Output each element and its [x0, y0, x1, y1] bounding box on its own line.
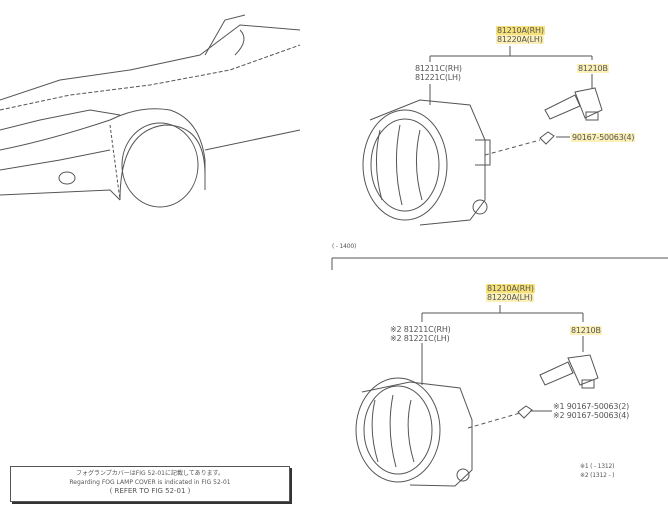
upper-fog-lamp: [362, 99, 491, 226]
car-front-illustration: [0, 14, 301, 208]
note-english: Regarding FOG LAMP COVER is indicated in…: [69, 479, 231, 486]
lower-housing-label[interactable]: ※2 81211C(RH) ※2 81221C(LH): [390, 325, 451, 343]
fog-lamp-cover-note: フォグランプカバーはFIG 52-01に記載してあります。 Regarding …: [10, 466, 290, 502]
upper-screw-label[interactable]: 90167-50063(4): [571, 133, 636, 142]
upper-housing-label[interactable]: 81211C(RH) 81221C(LH): [415, 64, 462, 82]
upper-bulb: [544, 87, 603, 121]
lower-screw-label[interactable]: ※1 90167-50063(2) ※2 90167-50063(4): [553, 402, 630, 420]
range-bracket: [331, 257, 668, 270]
lower-assembly-label[interactable]: 81210A(RH) 81220A(LH): [486, 284, 535, 302]
upper-assembly-label[interactable]: 81210A(RH) 81220A(LH): [496, 26, 545, 44]
lower-fog-lamp: [355, 377, 473, 487]
lower-bulb: [539, 354, 599, 389]
note-japanese: フォグランプカバーはFIG 52-01に記載してあります。: [75, 470, 225, 477]
upper-screw: [539, 131, 555, 145]
lower-screw: [517, 405, 533, 419]
lower-leader-lines: [421, 305, 584, 429]
lower-bulb-label[interactable]: 81210B: [570, 326, 602, 335]
note-reference-link[interactable]: ( REFER TO FIG 52-01 ): [109, 487, 191, 495]
upper-bulb-label[interactable]: 81210B: [577, 64, 609, 73]
upper-leader-lines: [429, 46, 593, 156]
upper-range-label: ( - 1400): [332, 243, 357, 250]
lower-footnotes: ※1 ( - 1312) ※2 (1312 - ): [580, 463, 615, 479]
